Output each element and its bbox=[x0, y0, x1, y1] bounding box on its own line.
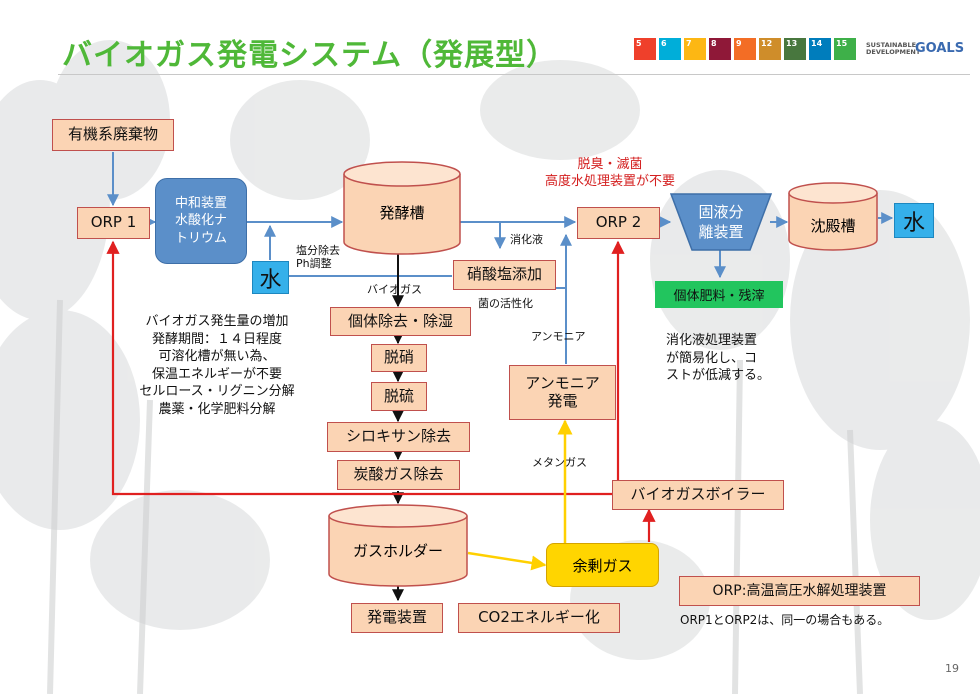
deodorize-note: 脱臭・滅菌 高度水処理装置が不要 bbox=[544, 157, 675, 189]
sdg-text-line2: DEVELOPMENT bbox=[866, 48, 921, 57]
title-divider bbox=[58, 74, 970, 75]
gas-holder-shape bbox=[328, 504, 468, 587]
sdg-text-line1: SUSTAINABLE bbox=[866, 41, 917, 49]
water-input-box: 水 bbox=[252, 261, 289, 294]
generator-box: 発電装置 bbox=[351, 603, 443, 633]
fermentation-tank-label: 発酵槽 bbox=[379, 204, 425, 222]
sdg-goal-15-icon: 15 bbox=[834, 38, 856, 60]
sdg-goal-5-icon: 5 bbox=[634, 38, 656, 60]
bacteria-label: 菌の活性化 bbox=[478, 297, 533, 310]
sdg-goal-13-icon: 13 bbox=[784, 38, 806, 60]
salt-removal-label: 塩分除去 Ph調整 bbox=[296, 244, 340, 271]
sdg-goal-12-icon: 12 bbox=[759, 38, 781, 60]
sdg-goals-wordmark: GOALS bbox=[915, 41, 965, 56]
co2-energy-box: CO2エネルギー化 bbox=[458, 603, 620, 633]
separator-label: 固液分 離装置 bbox=[698, 203, 744, 241]
left-note: バイオガス発生量の増加 発酵期間：１４日程度 可溶化槽が無い為、 保温エネルギー… bbox=[139, 314, 295, 417]
digestate-label: 消化液 bbox=[510, 233, 543, 246]
sedimentation-tank-shape bbox=[788, 182, 878, 251]
sdg-goal-7-icon: 7 bbox=[684, 38, 706, 60]
sdg-text: SUSTAINABLE DEVELOPMENT bbox=[866, 41, 921, 57]
sdg-goal-14-icon: 14 bbox=[809, 38, 831, 60]
organic-waste-box: 有機系廃棄物 bbox=[52, 119, 174, 151]
methane-label: メタンガス bbox=[532, 456, 587, 469]
page-title: バイオガス発電システム（発展型） bbox=[62, 38, 558, 73]
orp-note: ORP1とORP2は、同一の場合もある。 bbox=[680, 613, 890, 627]
sdg-goal-9-icon: 9 bbox=[734, 38, 756, 60]
sedimentation-tank-label: 沈殿槽 bbox=[810, 217, 856, 235]
gas-holder-label: ガスホルダー bbox=[352, 542, 443, 560]
ammonia-label: アンモニア bbox=[531, 330, 586, 343]
sdg-goal-6-icon: 6 bbox=[659, 38, 681, 60]
nitrate-box: 硝酸塩添加 bbox=[453, 260, 556, 290]
sdg-goal-8-icon: 8 bbox=[709, 38, 731, 60]
arrow-holder-to-surplus bbox=[467, 551, 547, 571]
solid-removal-box: 個体除去・除湿 bbox=[330, 307, 471, 336]
orp2-box: ORP 2 bbox=[577, 207, 660, 239]
co2-removal-box: 炭酸ガス除去 bbox=[337, 460, 460, 490]
ammonia-power-box: アンモニア 発電 bbox=[509, 365, 616, 420]
surplus-gas-box: 余剰ガス bbox=[546, 543, 659, 587]
arrow-boiler-to-orp1 bbox=[106, 240, 612, 496]
separator-shape bbox=[670, 193, 772, 251]
water-output-box: 水 bbox=[894, 203, 934, 238]
biogas-label: バイオガス bbox=[367, 283, 422, 296]
orp1-box: ORP 1 bbox=[77, 207, 150, 239]
siloxane-removal-box: シロキサン除去 bbox=[327, 422, 470, 452]
right-note: 消化液処理装置 が簡易化し、コ ストが低減する。 bbox=[666, 333, 771, 384]
denitration-box: 脱硝 bbox=[371, 344, 427, 372]
biogas-boiler-box: バイオガスボイラー bbox=[612, 480, 784, 510]
orp-definition-box: ORP:高温高圧水解処理装置 bbox=[679, 576, 920, 606]
desulfurization-box: 脱硫 bbox=[371, 382, 427, 411]
fermentation-tank-shape bbox=[343, 161, 461, 255]
neutralizer-box: 中和装置 水酸化ナ トリウム bbox=[155, 178, 247, 264]
page-number: 19 bbox=[945, 662, 959, 675]
solid-fertilizer-box: 個体肥料・残滓 bbox=[655, 281, 783, 308]
